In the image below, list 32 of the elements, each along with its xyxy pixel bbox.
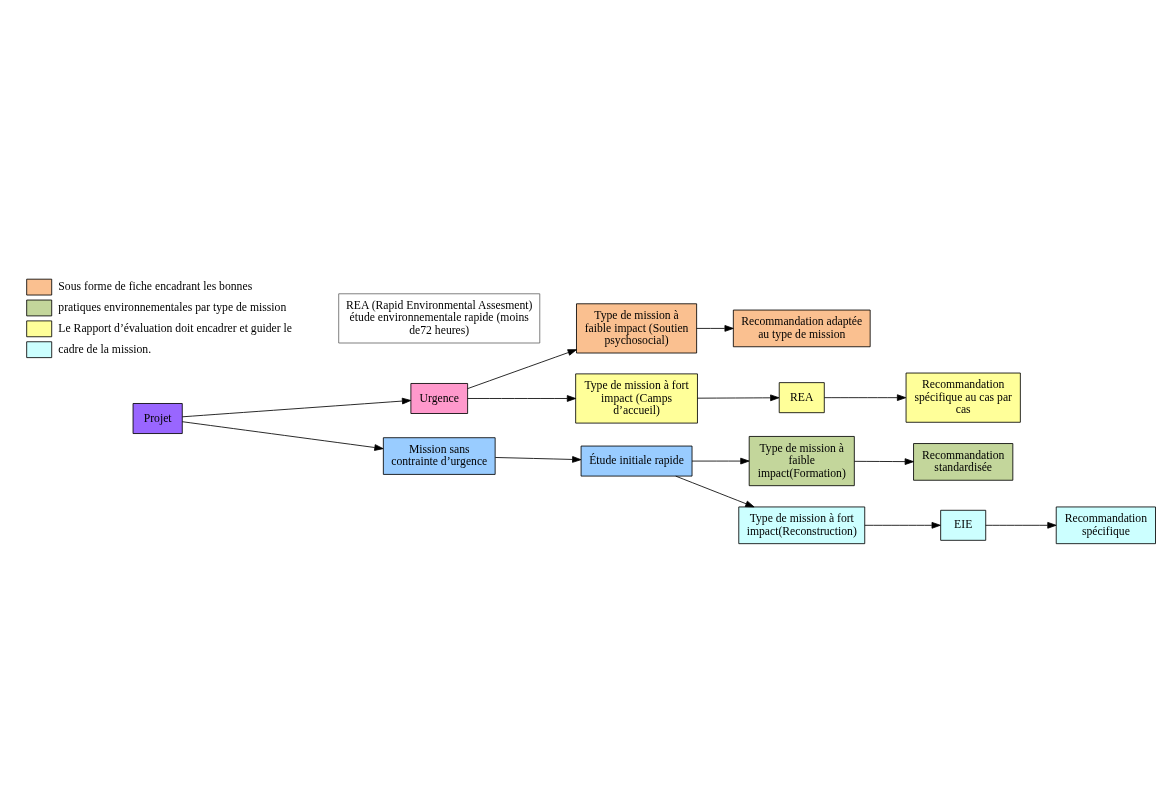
node-box: Mission sans contrainte d’urgence xyxy=(382,437,496,475)
arrow xyxy=(697,394,780,402)
arrow xyxy=(467,395,577,402)
legend-label: Sous forme de fiche encadrant les bonnes xyxy=(58,280,253,294)
node-box: Recommandation standardisée xyxy=(913,443,1014,481)
node-box: REA (Rapid Environmental Assesment) étude environnementale rapide (moins de72 heures) xyxy=(338,293,541,344)
node-box: Urgence xyxy=(410,383,469,414)
node-box: Type de mission à fort impact (Camps d’accueil) xyxy=(575,373,698,424)
node-box: Recommandation adaptée au type de mission xyxy=(732,309,871,348)
legend-label: cadre de la mission. xyxy=(58,342,152,356)
arrow xyxy=(696,325,734,332)
arrow xyxy=(181,397,412,418)
arrow xyxy=(181,421,384,451)
arrow xyxy=(854,458,914,465)
node-box: Type de mission à faible impact (Soutien psychosocial) xyxy=(576,303,698,354)
node-box: Type de mission à faible impact(Formation) xyxy=(748,436,855,487)
arrow xyxy=(467,349,577,389)
legend-label: pratiques environnementales par type de mission xyxy=(58,301,287,315)
node-box: Étude initiale rapide xyxy=(580,445,693,477)
node-box: EIE xyxy=(940,509,987,541)
arrow xyxy=(824,394,907,401)
legend-label: Le Rapport d’évaluation doit encadrer et guider le xyxy=(58,321,293,335)
arrow xyxy=(691,457,750,465)
node-box: REA xyxy=(778,382,825,414)
arrow xyxy=(494,456,582,463)
node-box: Recommandation spécifique au cas par cas xyxy=(905,372,1021,423)
arrow xyxy=(675,475,755,508)
node-box: Projet xyxy=(132,403,183,434)
arrow xyxy=(864,521,941,529)
node-box: Type de mission à fort impact(Reconstruction) xyxy=(738,506,866,545)
node-box: Recommandation spécifique xyxy=(1055,506,1156,545)
arrow xyxy=(985,521,1057,529)
